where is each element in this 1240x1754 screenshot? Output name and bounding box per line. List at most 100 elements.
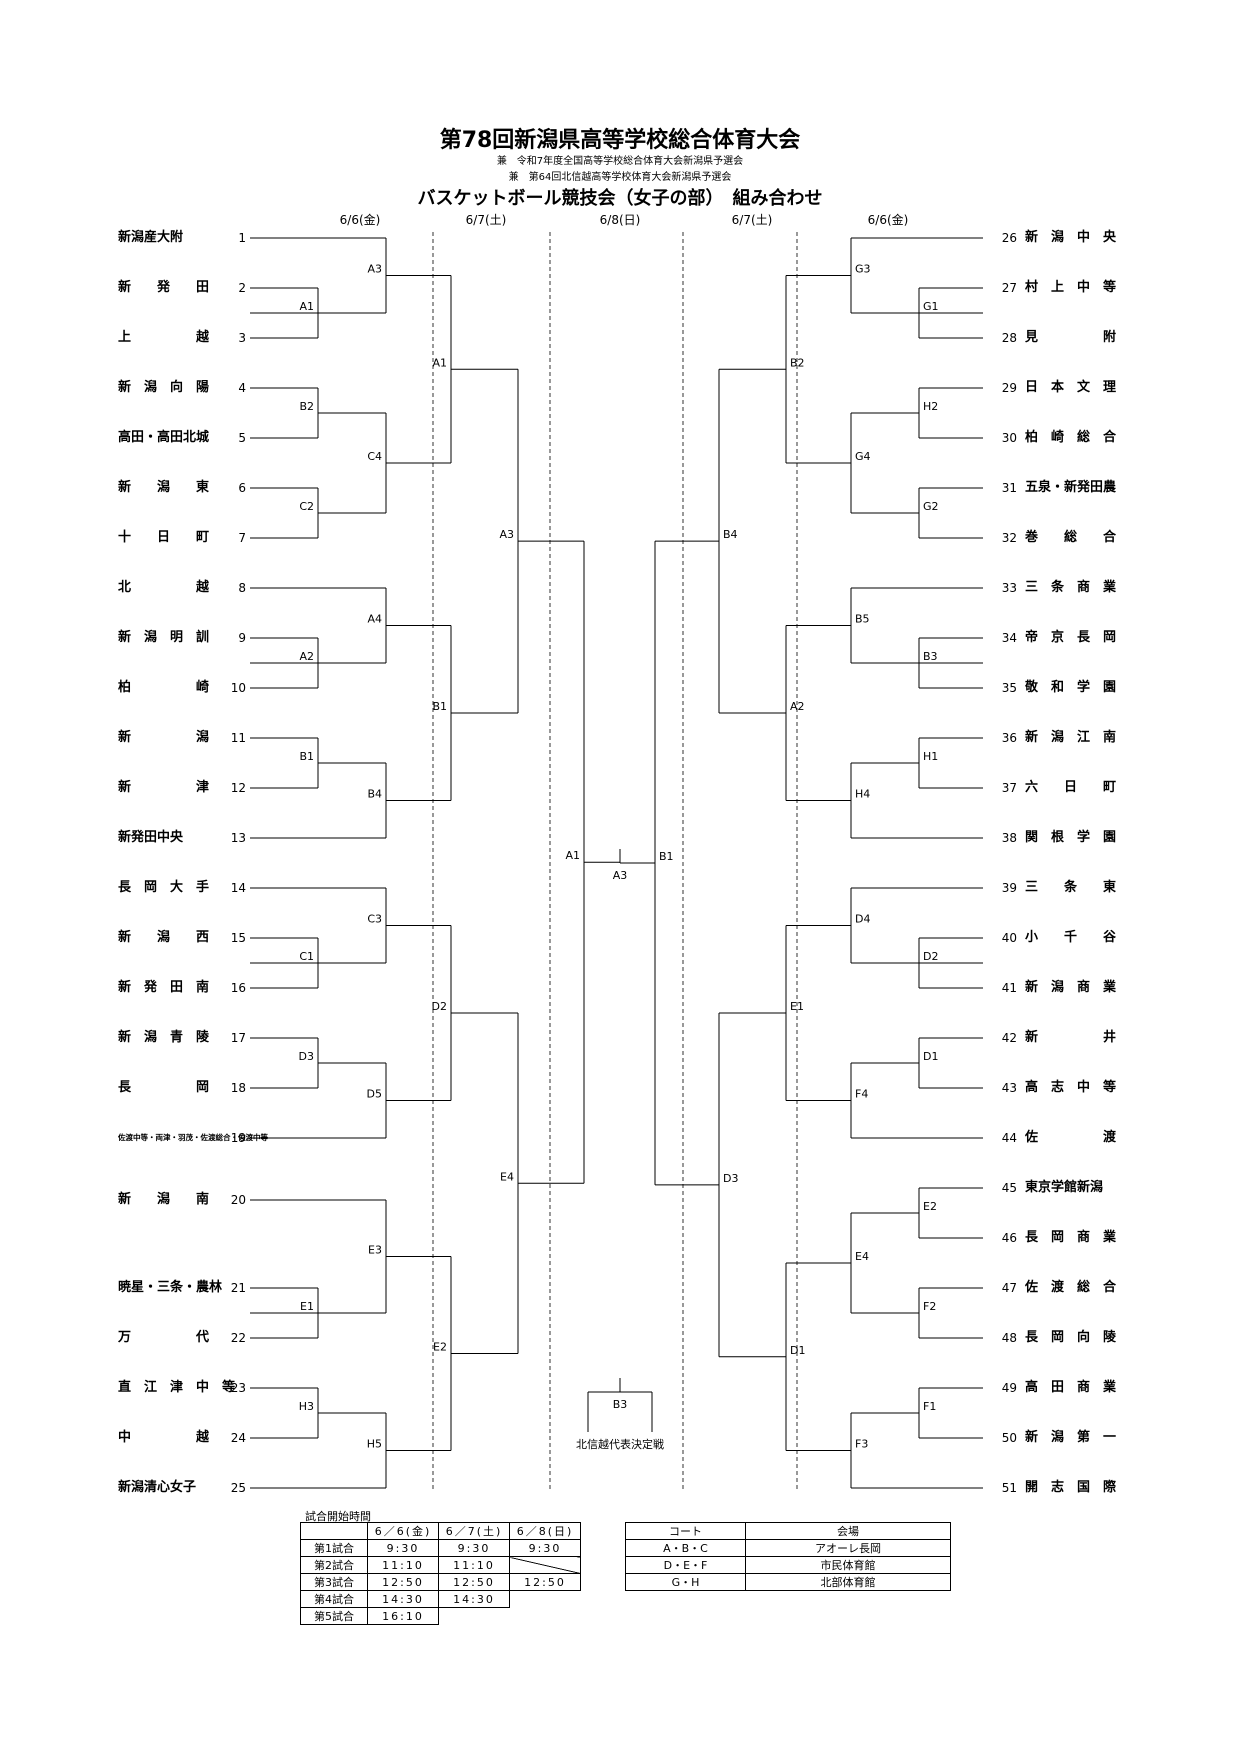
seed-number-left: 13 — [230, 831, 246, 845]
team-name-right: 開 志 国 際 — [1025, 1480, 1117, 1495]
seed-number-right: 37 — [1001, 781, 1017, 795]
seed-number-right: 48 — [1001, 1331, 1017, 1345]
match-label: F1 — [923, 1400, 936, 1413]
team-name-right: 三 条 商 業 — [1025, 580, 1117, 595]
match-label: G2 — [923, 500, 939, 513]
schedule-time: 12:50 — [438, 1573, 510, 1591]
date-day2-left: 6/7(土) — [465, 213, 507, 227]
seed-number-right: 47 — [1001, 1281, 1017, 1295]
team-name-right: 佐 渡 総 合 — [1025, 1280, 1117, 1295]
team-name-left: 新潟産大附 — [118, 230, 184, 245]
match-label: A2 — [790, 700, 805, 713]
match-label: D1 — [923, 1050, 938, 1063]
schedule-row-label: 第5試合 — [300, 1607, 368, 1625]
match-label: B1 — [299, 750, 314, 763]
court-header: コート — [625, 1522, 746, 1540]
seed-number-right: 38 — [1001, 831, 1017, 845]
seed-number-right: 46 — [1001, 1231, 1017, 1245]
date-day1-left: 6/6(金) — [339, 213, 381, 227]
team-name-left: 北 越 — [118, 580, 210, 595]
team-name-left: 新潟清心女子 — [118, 1480, 197, 1495]
match-label: C2 — [299, 500, 314, 513]
subtitle-1: 兼 令和7年度全国高等学校総合体育大会新潟県予選会 — [496, 156, 744, 167]
seed-number-right: 30 — [1001, 431, 1017, 445]
team-name-right: 日 本 文 理 — [1025, 380, 1117, 395]
match-label: E4 — [855, 1250, 869, 1263]
seed-number-left: 24 — [230, 1431, 246, 1445]
match-label: D1 — [790, 1344, 805, 1357]
match-label: A4 — [367, 613, 382, 626]
team-name-right: 新 井 — [1025, 1030, 1117, 1045]
team-name-right: 六 日 町 — [1025, 780, 1117, 795]
seed-number-left: 2 — [238, 281, 246, 295]
match-label: B3 — [923, 650, 938, 663]
schedule-header: 6／8(日) — [509, 1522, 581, 1540]
match-label: B2 — [299, 400, 314, 413]
seed-number-right: 40 — [1001, 931, 1017, 945]
section-heading: バスケットボール競技会（女子の部） 組み合わせ — [417, 188, 823, 209]
seed-number-left: 5 — [238, 431, 246, 445]
venue-name: 北部体育館 — [745, 1573, 951, 1591]
team-name-left: 新 発 田 — [118, 280, 210, 295]
seed-number-left: 20 — [230, 1193, 246, 1207]
match-label: D2 — [923, 950, 938, 963]
team-name-right: 新 潟 第 一 — [1025, 1430, 1117, 1445]
team-name-left: 佐渡中等・両津・羽茂・佐渡総合・佐渡中等 — [118, 1133, 268, 1142]
team-name-right: 新 潟 江 南 — [1025, 730, 1117, 745]
match-label: A1 — [299, 300, 314, 313]
match-label: B2 — [790, 356, 805, 369]
team-name-right: 敬 和 学 園 — [1025, 680, 1117, 695]
match-label: F2 — [923, 1300, 936, 1313]
team-name-left: 万 代 — [118, 1330, 210, 1345]
schedule-empty — [510, 1591, 581, 1608]
team-name-left: 新 潟 向 陽 — [118, 380, 210, 395]
match-label: A2 — [299, 650, 314, 663]
schedule-row-label: 第2試合 — [300, 1556, 368, 1574]
seed-number-right: 39 — [1001, 881, 1017, 895]
match-label: H1 — [923, 750, 938, 763]
team-name-left: 高田・高田北城 — [118, 430, 210, 445]
seed-number-left: 4 — [238, 381, 246, 395]
seed-number-right: 29 — [1001, 381, 1017, 395]
team-name-left: 新 潟 青 陵 — [118, 1030, 210, 1045]
match-label: B4 — [723, 528, 738, 541]
team-name-left: 新 潟 南 — [118, 1192, 210, 1207]
seed-number-left: 1 — [238, 231, 246, 245]
match-label: D5 — [367, 1088, 382, 1101]
match-label: A3 — [613, 869, 628, 882]
subtitle-2: 兼 第64回北信越高等学校体育大会新潟県予選会 — [508, 172, 732, 183]
team-name-right: 佐 渡 — [1025, 1130, 1117, 1145]
seed-number-left: 11 — [230, 731, 246, 745]
team-name-left: 長 岡 — [118, 1080, 210, 1095]
venue-name: アオーレ長岡 — [745, 1539, 951, 1557]
schedule-time: 11:10 — [367, 1556, 439, 1574]
team-name-left: 新 潟 — [118, 730, 210, 745]
seed-number-left: 9 — [238, 631, 246, 645]
match-label: E2 — [433, 1341, 447, 1354]
team-name-right: 村 上 中 等 — [1025, 280, 1117, 295]
team-name-right: 見 附 — [1025, 330, 1117, 345]
seed-number-right: 44 — [1001, 1131, 1017, 1145]
seed-number-left: 7 — [238, 531, 246, 545]
seed-number-right: 35 — [1001, 681, 1017, 695]
schedule-row-label: 第3試合 — [300, 1573, 368, 1591]
date-day3: 6/8(日) — [599, 213, 641, 227]
seed-number-left: 8 — [238, 581, 246, 595]
court-name: D・E・F — [625, 1556, 746, 1574]
team-name-left: 新発田中央 — [118, 830, 184, 845]
seed-number-left: 25 — [230, 1481, 246, 1495]
match-label: A1 — [432, 356, 447, 369]
team-name-right: 長 岡 向 陵 — [1025, 1330, 1117, 1345]
date-day1-right: 6/6(金) — [867, 213, 909, 227]
team-name-right: 長 岡 商 業 — [1025, 1230, 1117, 1245]
match-label: E4 — [500, 1170, 514, 1183]
schedule-time — [509, 1556, 581, 1574]
seed-number-left: 14 — [230, 881, 246, 895]
match-label: B4 — [367, 788, 382, 801]
match-label: E2 — [923, 1200, 937, 1213]
match-label: E3 — [368, 1244, 382, 1257]
